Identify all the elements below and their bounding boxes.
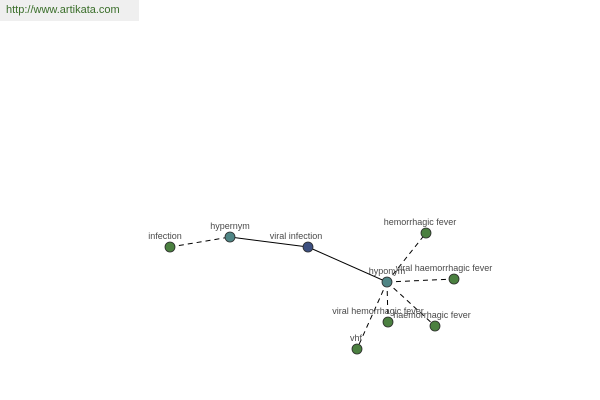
- node-label-infection: infection: [148, 231, 182, 241]
- edge-hypernym-to-viral-infection: [229, 236, 309, 248]
- node-hyponym[interactable]: [381, 276, 393, 288]
- edge-infection-to-hypernym: [169, 236, 231, 248]
- edges-layer: [169, 232, 455, 350]
- node-label-hyponym: hyponym: [369, 266, 406, 276]
- labels-layer: viral infection hypernym infection hyponym h…: [148, 217, 492, 343]
- node-viral-hemorrhagic-fever[interactable]: [382, 316, 394, 328]
- node-label-hemorrhagic-fever: hemorrhagic fever: [384, 217, 457, 227]
- edge-hyponym-to-haemorrhagic-fever: [386, 281, 436, 327]
- node-label-viral-hemorrhagic-fever: viral hemorrhagic fever: [332, 306, 424, 316]
- node-viral-haemorrhagic-fever[interactable]: [448, 273, 460, 285]
- nodes-layer: [164, 227, 460, 355]
- node-label-vhf: vhf: [350, 333, 363, 343]
- node-label-haemorrhagic-fever: haemorrhagic fever: [393, 310, 471, 320]
- source-url-banner[interactable]: http://www.artikata.com: [0, 0, 139, 21]
- edge-hyponym-to-viral-haemorrhagic-fever: [386, 278, 455, 283]
- node-hemorrhagic-fever[interactable]: [420, 227, 432, 239]
- node-vhf[interactable]: [351, 343, 363, 355]
- edge-hyponym-to-vhf: [356, 281, 388, 350]
- edge-hyponym-to-viral-hemorrhagic-fever: [386, 281, 389, 323]
- node-hypernym[interactable]: [224, 231, 236, 243]
- node-viral-infection[interactable]: [302, 241, 314, 253]
- node-haemorrhagic-fever[interactable]: [429, 320, 441, 332]
- node-label-hypernym: hypernym: [210, 221, 250, 231]
- node-infection[interactable]: [164, 241, 176, 253]
- edge-viral-infection-to-hyponym: [307, 246, 388, 283]
- edge-hyponym-to-hemorrhagic-fever: [386, 232, 427, 283]
- node-label-viral-haemorrhagic-fever: viral haemorrhagic fever: [396, 263, 493, 273]
- node-label-viral-infection: viral infection: [270, 231, 323, 241]
